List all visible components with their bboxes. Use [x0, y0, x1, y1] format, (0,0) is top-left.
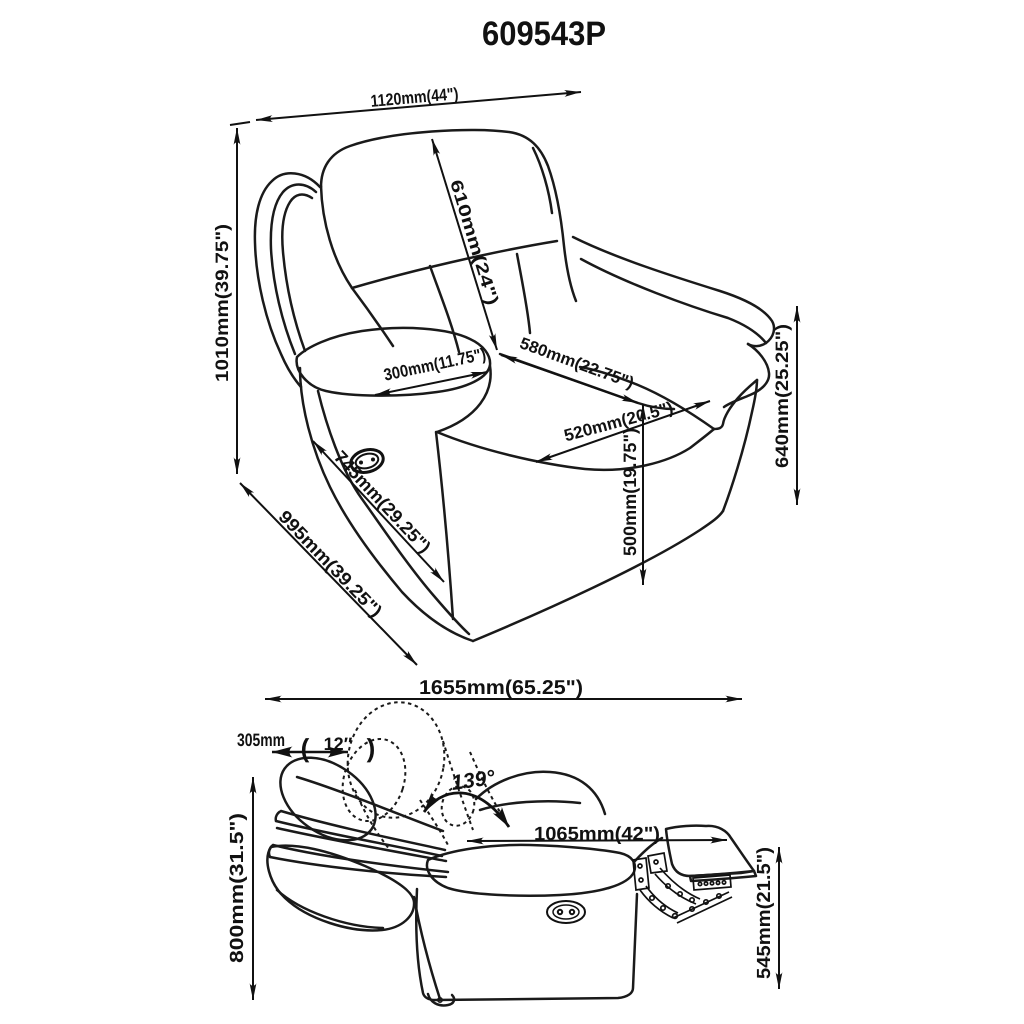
svg-text:500mm(19.75"): 500mm(19.75") — [620, 428, 640, 556]
svg-text:305mm: 305mm — [237, 730, 285, 750]
svg-text:(: ( — [301, 733, 310, 763]
svg-text:1065mm(42"): 1065mm(42") — [534, 824, 660, 845]
svg-text:): ) — [367, 733, 376, 763]
svg-text:609543P: 609543P — [482, 15, 606, 53]
svg-text:545mm(21.5"): 545mm(21.5") — [754, 847, 775, 979]
svg-text:800mm(31.5"): 800mm(31.5") — [227, 813, 248, 963]
svg-text:1010mm(39.75"): 1010mm(39.75") — [212, 224, 232, 382]
svg-text:12″: 12″ — [324, 734, 353, 754]
svg-text:640mm(25.25"): 640mm(25.25") — [772, 324, 792, 468]
svg-text:1655mm(65.25"): 1655mm(65.25") — [419, 677, 583, 699]
